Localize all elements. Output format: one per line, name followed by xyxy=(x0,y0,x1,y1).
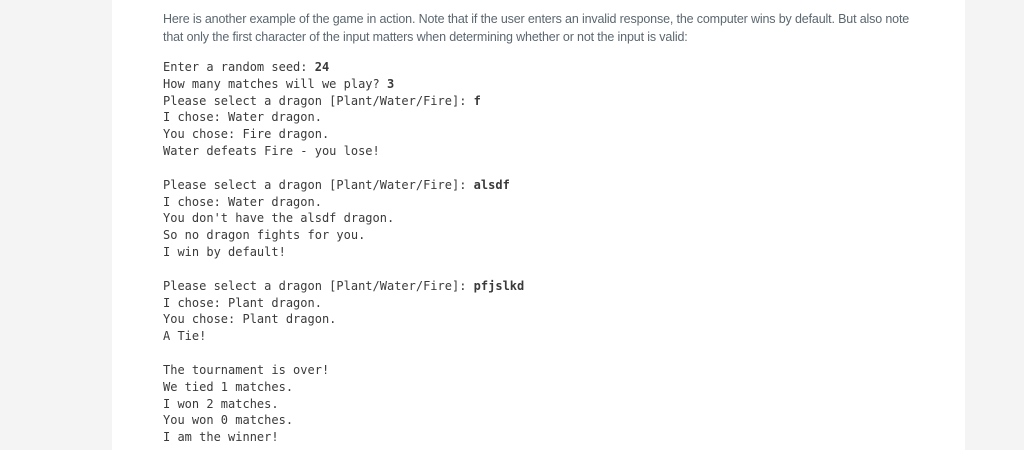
terminal-text: I chose: Plant dragon. xyxy=(163,295,322,310)
terminal-line: How many matches will we play? 3 xyxy=(163,76,915,93)
user-input: alsdf xyxy=(473,177,510,192)
terminal-line: You chose: Fire dragon. xyxy=(163,126,915,143)
terminal-line: So no dragon fights for you. xyxy=(163,227,915,244)
terminal-text: You chose: Plant dragon. xyxy=(163,312,337,327)
content-area: Here is another example of the game in a… xyxy=(112,0,965,450)
terminal-line: You won 0 matches. xyxy=(163,412,915,429)
terminal-text: Enter a random seed: xyxy=(163,60,315,74)
terminal-text: I am the winner! xyxy=(163,430,279,445)
user-input: 3 xyxy=(386,76,395,91)
terminal-text: We tied 1 matches. xyxy=(163,379,294,394)
intro-line: that only the first character of the inp… xyxy=(163,30,688,44)
terminal-text: Please select a dragon [Plant/Water/Fire… xyxy=(163,278,474,293)
terminal-line: The tournament is over! xyxy=(163,362,915,379)
terminal-line: I am the winner! xyxy=(163,429,915,446)
user-input: f xyxy=(473,93,481,108)
terminal-line: I win by default! xyxy=(163,244,915,261)
terminal-line: I chose: Plant dragon. xyxy=(163,295,915,312)
user-input: pfjslkd xyxy=(473,278,525,293)
terminal-output: Enter a random seed: 24 How many matches… xyxy=(163,59,915,446)
terminal-line: I won 2 matches. xyxy=(163,396,915,413)
terminal-text: Water defeats Fire - you lose! xyxy=(163,143,380,158)
terminal-line: Please select a dragon [Plant/Water/Fire… xyxy=(163,278,915,295)
terminal-block-summary: The tournament is over! We tied 1 matche… xyxy=(163,362,915,446)
user-input: 24 xyxy=(314,60,330,74)
terminal-line: Water defeats Fire - you lose! xyxy=(163,143,915,160)
terminal-block-match-3: Please select a dragon [Plant/Water/Fire… xyxy=(163,278,915,345)
intro-line: Here is another example of the game in a… xyxy=(163,12,910,26)
terminal-line: You don't have the alsdf dragon. xyxy=(163,210,915,227)
terminal-text: I chose: Water dragon. xyxy=(163,194,322,209)
terminal-block-match-1: Enter a random seed: 24 How many matches… xyxy=(163,59,915,160)
intro-paragraph: Here is another example of the game in a… xyxy=(163,10,915,46)
terminal-text: Please select a dragon [Plant/Water/Fire… xyxy=(163,177,474,192)
terminal-line: Enter a random seed: 24 xyxy=(163,59,915,76)
terminal-text: I chose: Water dragon. xyxy=(163,110,322,125)
terminal-line: Please select a dragon [Plant/Water/Fire… xyxy=(163,177,915,194)
terminal-text: You won 0 matches. xyxy=(163,413,294,428)
terminal-text: I won 2 matches. xyxy=(163,396,279,411)
terminal-text: I win by default! xyxy=(163,244,286,259)
terminal-text: The tournament is over! xyxy=(163,362,330,377)
terminal-text: You don't have the alsdf dragon. xyxy=(163,211,395,226)
terminal-line: I chose: Water dragon. xyxy=(163,194,915,211)
terminal-block-match-2: Please select a dragon [Plant/Water/Fire… xyxy=(163,177,915,261)
terminal-line: A Tie! xyxy=(163,328,915,345)
terminal-line: You chose: Plant dragon. xyxy=(163,311,915,328)
terminal-text: How many matches will we play? xyxy=(163,76,387,91)
terminal-text: A Tie! xyxy=(163,329,207,344)
terminal-text: So no dragon fights for you. xyxy=(163,228,366,243)
terminal-text: You chose: Fire dragon. xyxy=(163,127,330,142)
terminal-line: We tied 1 matches. xyxy=(163,379,915,396)
terminal-text: Please select a dragon [Plant/Water/Fire… xyxy=(163,93,474,108)
terminal-line: Please select a dragon [Plant/Water/Fire… xyxy=(163,93,915,110)
terminal-line: I chose: Water dragon. xyxy=(163,109,915,126)
